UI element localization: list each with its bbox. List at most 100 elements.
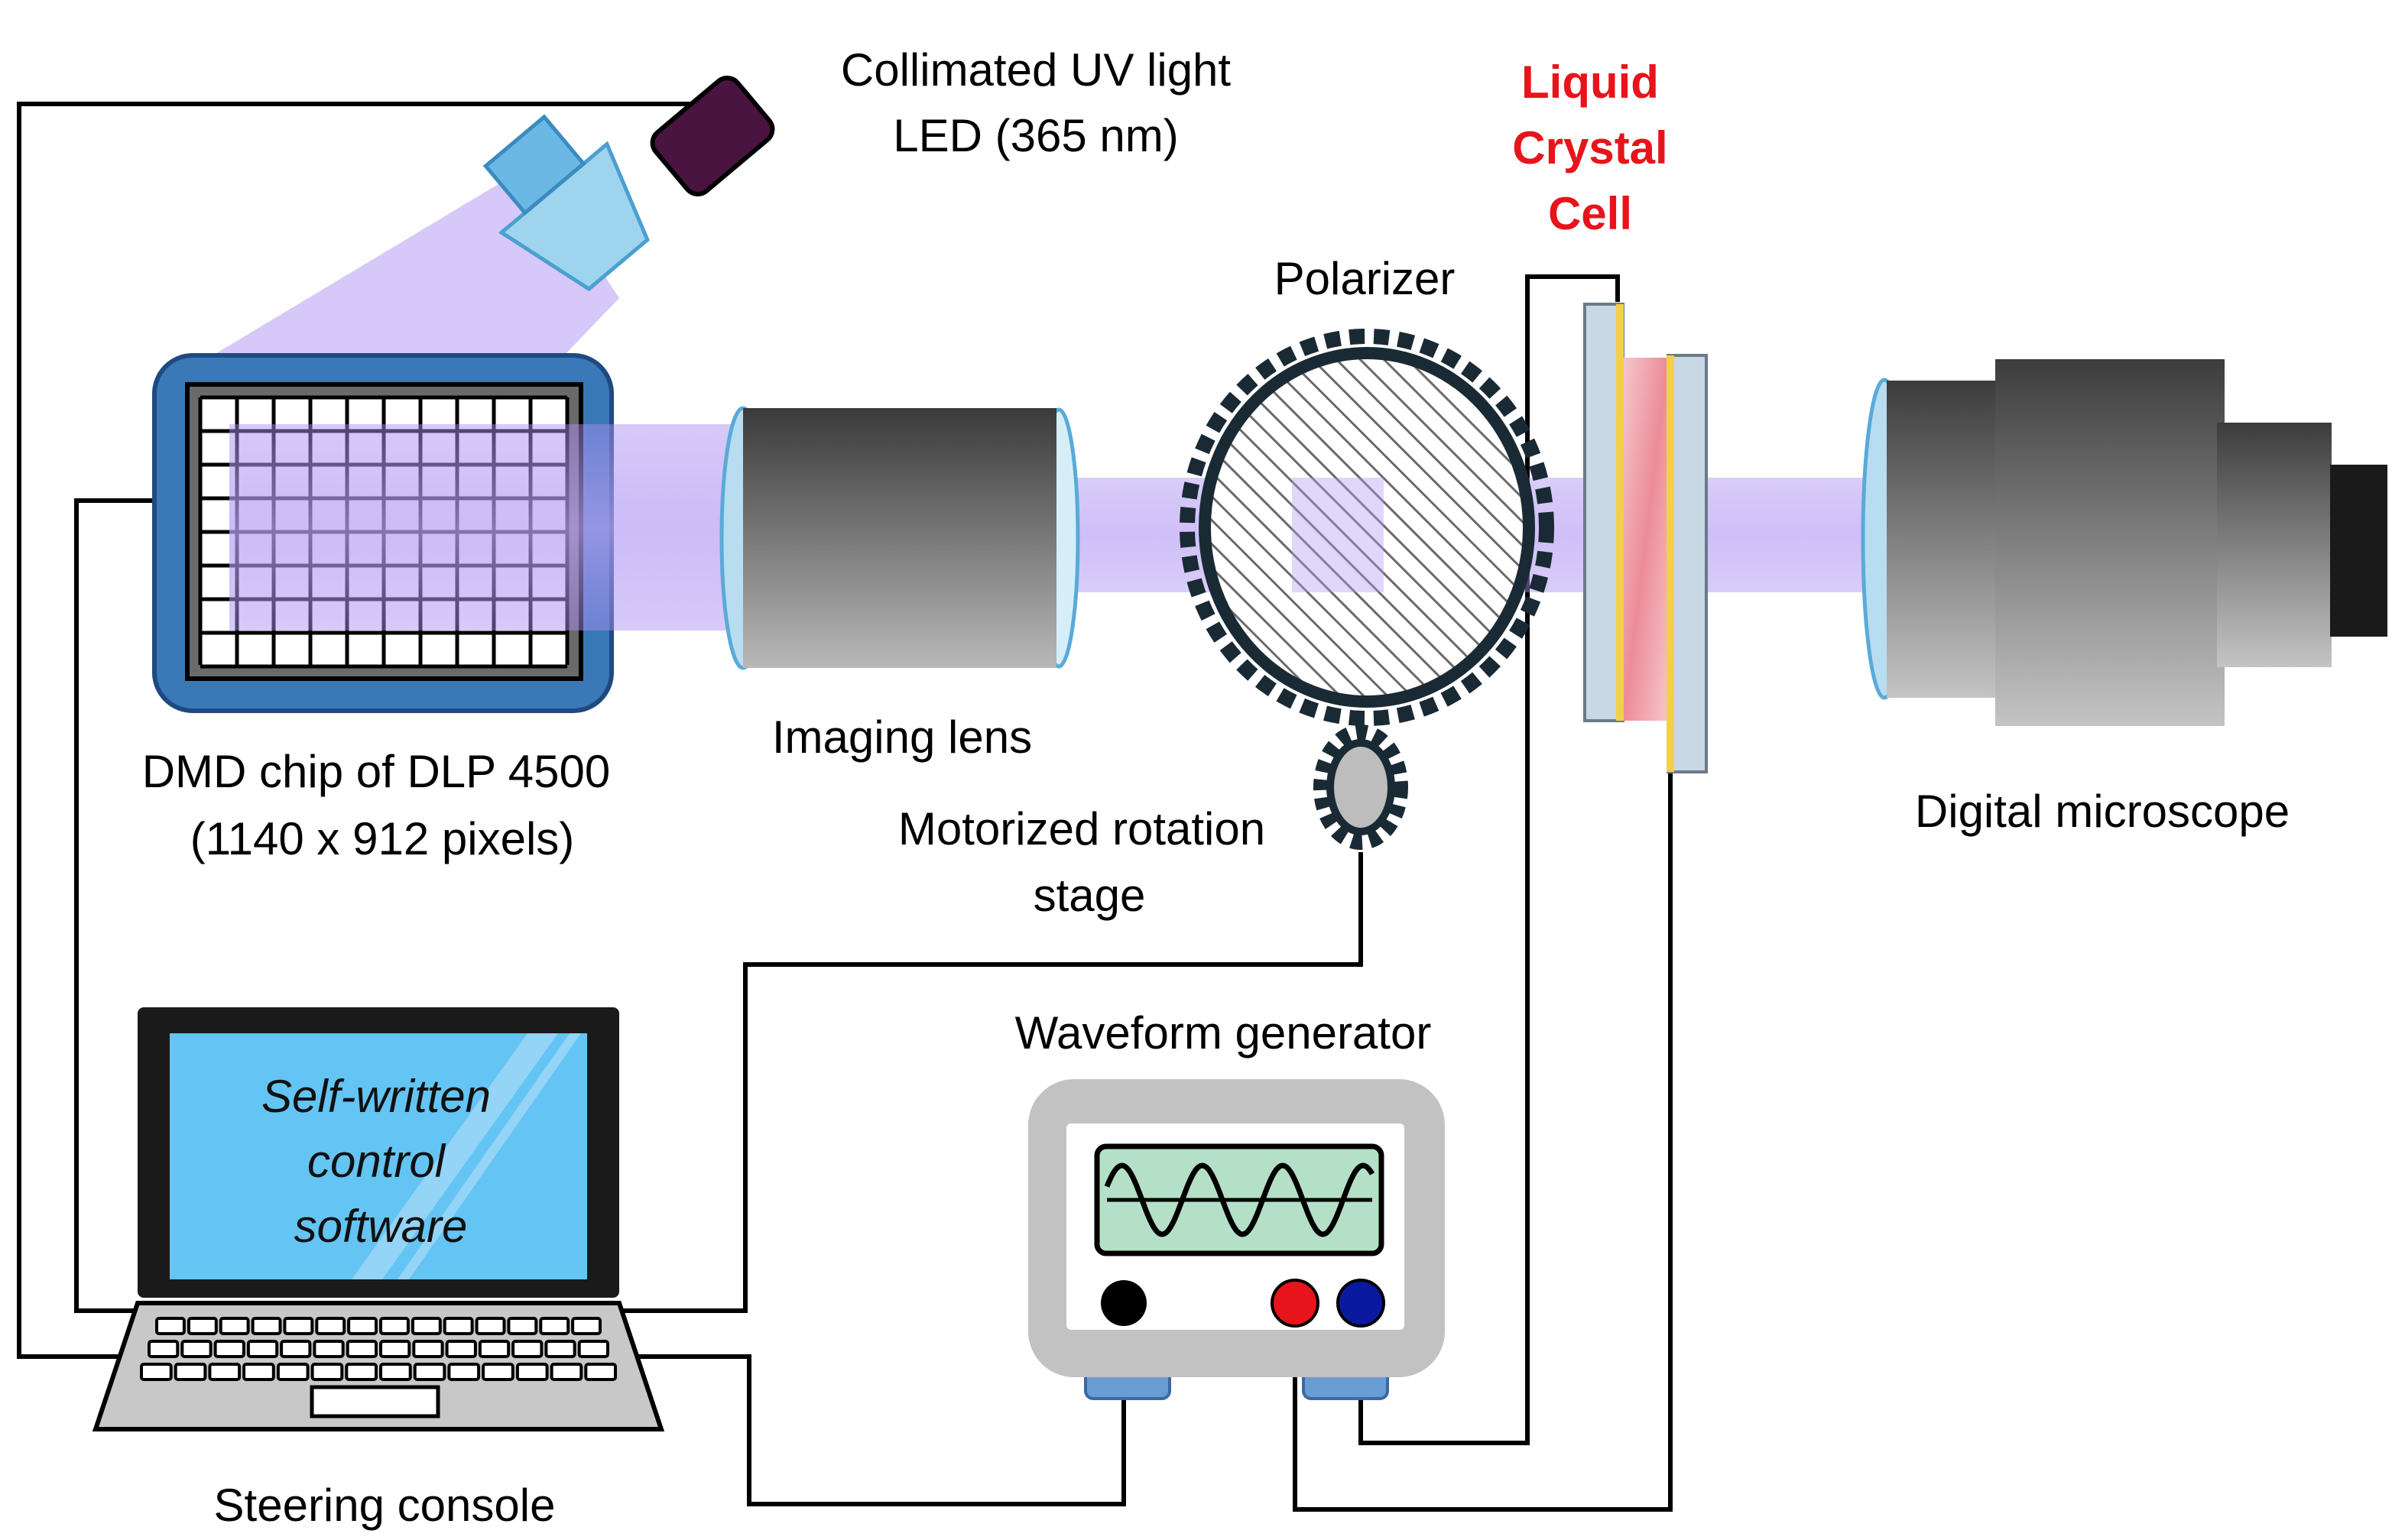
rotation-stage-hub [1326, 739, 1395, 835]
steering-console-laptop [92, 1007, 665, 1431]
laptop-key [379, 1317, 410, 1335]
laptop-key [315, 1317, 346, 1335]
rotation-stage-label-line1: Motorized rotation [898, 803, 1265, 854]
generator-sine-wave [1104, 1162, 1375, 1237]
lc-cell-front-electrode [1616, 304, 1624, 721]
laptop-key [213, 1340, 245, 1358]
laptop-key [412, 1340, 444, 1358]
polarizer [1180, 329, 1554, 726]
waveform-generator-label: Waveform generator [1015, 1007, 1432, 1059]
digital-microscope-label: Digital microscope [1915, 786, 2290, 837]
cable-laptop-generator [612, 1307, 1126, 1506]
laptop-key [550, 1363, 583, 1381]
uv-beam-cell-microscope [1697, 478, 1873, 592]
dmd-label-line2: (1140 x 912 pixels) [190, 813, 575, 864]
collimator-collar [482, 114, 586, 216]
uv-beam-dmd-lens [229, 424, 734, 631]
laptop-key [478, 1340, 511, 1358]
laptop-key [246, 1340, 279, 1358]
uv-beam-through-polarizer [1292, 478, 1384, 592]
uv-led-label-line2: LED (365 nm) [893, 110, 1178, 161]
laptop-key [475, 1317, 506, 1335]
polarizer-element [1199, 347, 1535, 708]
rotation-stage-gear [1313, 725, 1408, 850]
laptop-key [347, 1317, 378, 1335]
laptop-key [280, 1340, 312, 1358]
microscope-rear-section [2217, 423, 2332, 667]
laptop-key [276, 1363, 310, 1381]
laptop-key [544, 1340, 576, 1358]
lc-cell-liquid-crystal [1624, 358, 1668, 721]
cables [17, 102, 1673, 1512]
laptop-key [571, 1317, 602, 1335]
laptop-key [187, 1317, 218, 1335]
lc-cell-back-electrode [1667, 355, 1674, 772]
laptop-key [445, 1340, 477, 1358]
imaging-lens-label: Imaging lens [772, 712, 1032, 763]
laptop-key [447, 1363, 481, 1381]
laptop-key [251, 1317, 282, 1335]
laptop-key [515, 1363, 549, 1381]
polarizer-label: Polarizer [1274, 253, 1456, 304]
microscope-body [1995, 359, 2225, 726]
cable-generator-cell-top [1358, 274, 1620, 1445]
laptop-key [346, 1340, 378, 1358]
laptop-key [511, 1340, 544, 1358]
terminal-blue [1336, 1279, 1385, 1328]
laptop-key [148, 1340, 180, 1358]
software-label-line2: control [307, 1136, 446, 1187]
laptop-keyboard [140, 1317, 617, 1381]
laptop-key [482, 1363, 514, 1381]
imaging-lens [719, 406, 1080, 670]
lc-cell-label-line1: Liquid [1521, 57, 1659, 108]
digital-microscope [1861, 359, 2387, 726]
cable-led-laptop [17, 102, 723, 1359]
screen-glare [352, 1033, 558, 1279]
laptop-key [310, 1363, 344, 1381]
liquid-crystal-cell [1583, 303, 1708, 773]
cable-dmd-laptop [74, 498, 157, 1313]
microscope-eyepiece [2330, 465, 2387, 637]
labels: Collimated UV light LED (365 nm) Liquid … [142, 44, 2290, 1531]
microscope-front-barrel [1887, 381, 2009, 698]
waveform-generator [1028, 1079, 1445, 1400]
screen-glare-thin [398, 1033, 581, 1279]
cable-stage-laptop [612, 852, 1363, 1313]
laptop-touchpad [310, 1385, 440, 1418]
laptop-key [539, 1317, 570, 1335]
imaging-lens-barrel [743, 408, 1056, 668]
software-label-line1: Self-written [261, 1071, 491, 1122]
terminal-black [1101, 1280, 1147, 1326]
steering-console-label: Steering console [214, 1480, 556, 1531]
laptop-key [584, 1363, 617, 1381]
laptop-key [242, 1363, 275, 1381]
rotation-stage-label-line2: stage [1034, 870, 1146, 921]
polarizer-gear [1180, 329, 1554, 726]
laptop-key [379, 1363, 412, 1381]
laptop-key [180, 1340, 213, 1358]
laptop-key [155, 1317, 186, 1335]
laptop-key [411, 1317, 442, 1335]
laptop-key [379, 1340, 411, 1358]
laptop-key [313, 1340, 345, 1358]
terminal-red [1271, 1279, 1319, 1328]
laptop-key [413, 1363, 446, 1381]
motorized-rotation-stage [1313, 725, 1408, 850]
uv-led-label-line1: Collimated UV light [841, 44, 1232, 96]
laptop-key [208, 1363, 242, 1381]
laptop-key [174, 1363, 207, 1381]
laptop-key [345, 1363, 378, 1381]
laptop-key [507, 1317, 538, 1335]
laptop-key [577, 1340, 610, 1358]
laptop-key [283, 1317, 314, 1335]
laptop-key [443, 1317, 474, 1335]
software-label-line3: software [294, 1201, 468, 1252]
uv-led-body [650, 76, 775, 196]
dmd-label-line1: DMD chip of DLP 4500 [142, 746, 611, 797]
laptop-key [219, 1317, 250, 1335]
lc-cell-label-line3: Cell [1548, 188, 1632, 239]
lc-cell-label-line2: Crystal [1512, 122, 1667, 173]
laptop-key [140, 1363, 173, 1381]
cable-generator-cell-bottom [1293, 773, 1673, 1512]
